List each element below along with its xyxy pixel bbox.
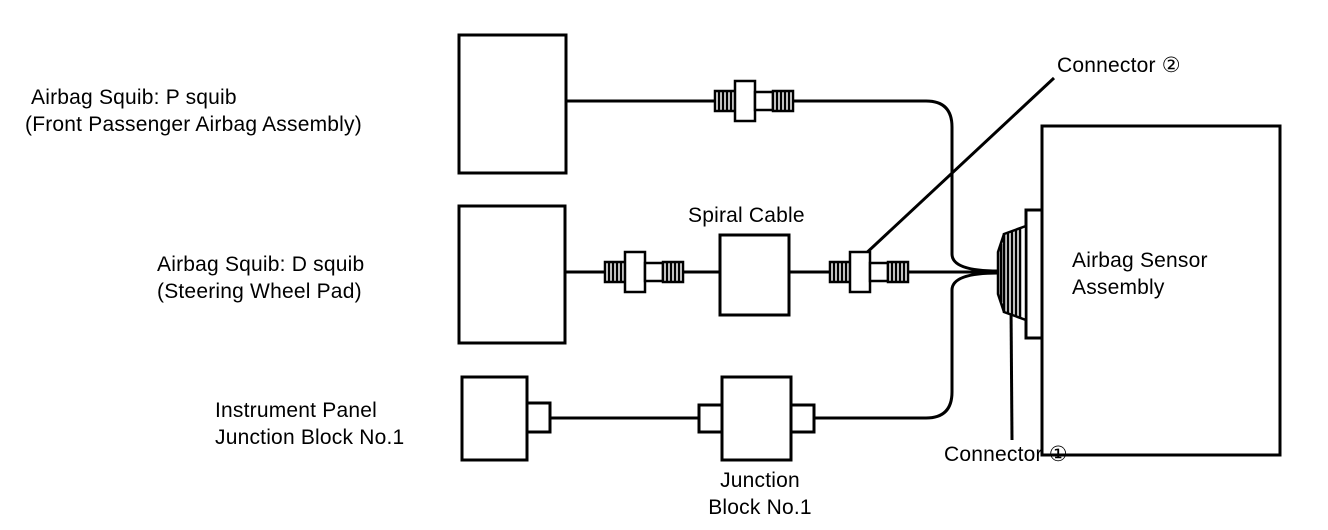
d-squib-label-line1: Airbag Squib: D squib: [157, 253, 365, 276]
junction-block-label-line1: Junction: [720, 469, 800, 492]
spiral-cable-box: [718, 233, 791, 317]
p-squib-wire: [566, 99, 999, 273]
connector-1-leader: [1009, 304, 1014, 441]
ip-junction-block-label-line2: Junction Block No.1: [215, 426, 405, 449]
airbag-sensor-label-line1: Airbag Sensor: [1072, 249, 1208, 272]
connector-1-plug: [996, 224, 1028, 322]
d-squib-inline-connector-left: [603, 250, 685, 294]
junction-block-left-connector: [697, 403, 724, 434]
p-squib-label-line2: (Front Passenger Airbag Assembly): [25, 113, 362, 136]
d-squib-box: [457, 204, 567, 345]
p-squib-box: [457, 33, 568, 175]
connector-2-leader: [859, 76, 1056, 260]
p-squib-label-line1: Airbag Squib: P squib: [31, 86, 237, 109]
ip-junction-block-box: [460, 375, 529, 462]
p-squib-inline-connector: [713, 79, 795, 123]
ip-junction-block-label-line1: Instrument Panel: [215, 399, 377, 422]
airbag-sensor-box: [1040, 124, 1282, 457]
junction-block-box: [720, 375, 793, 462]
airbag-sensor-socket: [1024, 208, 1044, 340]
spiral-cable-label: Spiral Cable: [688, 204, 805, 227]
connector-2-label: Connector ②: [1057, 54, 1181, 77]
d-squib-label-line2: (Steering Wheel Pad): [157, 280, 362, 303]
junction-block-label-line2: Block No.1: [708, 496, 812, 519]
connector-1-label: Connector ①: [944, 443, 1068, 466]
connector-2-inline-connector: [828, 250, 910, 294]
airbag-sensor-label-line2: Assembly: [1072, 276, 1165, 299]
junction-block-right-connector: [789, 403, 816, 434]
ip-junction-block-connector: [525, 401, 552, 434]
ip-jb-wire-right: [814, 271, 999, 420]
